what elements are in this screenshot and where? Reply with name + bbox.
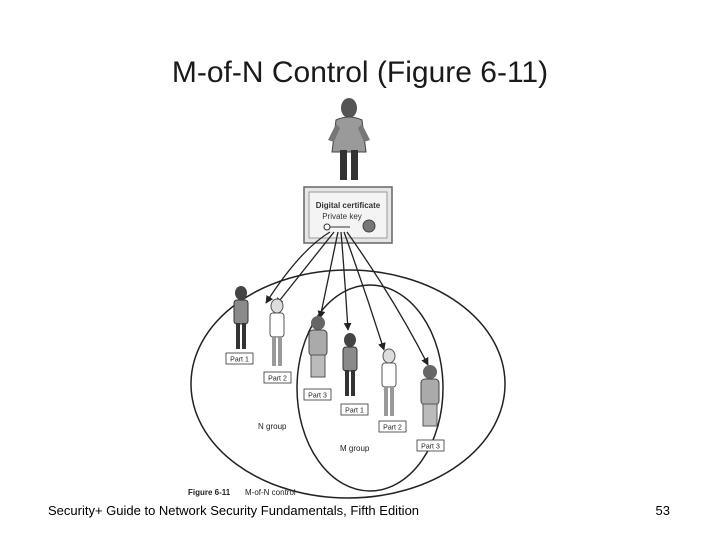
part-label: Part 3 <box>303 388 332 401</box>
slide-title: M-of-N Control (Figure 6-11) <box>171 56 549 89</box>
key-part-arrows <box>265 231 429 366</box>
part-label: Part 1 <box>340 403 369 416</box>
owner-person-icon <box>328 98 370 180</box>
footer-book-title: Security+ Guide to Network Security Fund… <box>48 503 420 518</box>
svg-text:Part 3: Part 3 <box>308 393 327 400</box>
m-group-label: M group <box>340 444 370 453</box>
n-group-ellipse <box>190 269 506 499</box>
digital-certificate: Digital certificate Private key <box>303 186 393 244</box>
m-group-member-3-icon <box>381 348 397 416</box>
figure-caption-number: Figure 6-11 <box>188 488 231 497</box>
m-group-ellipse <box>296 284 444 492</box>
certificate-title: Digital certificate <box>316 201 381 210</box>
figure-caption-text: M-of-N control <box>245 488 296 497</box>
part-label: Part 2 <box>263 371 292 384</box>
svg-text:Part 1: Part 1 <box>345 408 364 415</box>
certificate-subtitle: Private key <box>322 212 362 221</box>
svg-text:Part 1: Part 1 <box>230 357 249 364</box>
part-label: Part 3 <box>416 439 445 452</box>
n-group-label: N group <box>258 422 287 431</box>
n-group-member-1-icon <box>233 286 249 349</box>
n-group-member-3-icon <box>420 365 440 427</box>
svg-text:Part 2: Part 2 <box>383 425 402 432</box>
m-group-member-2-icon <box>342 333 358 396</box>
n-group-member-2-icon <box>269 298 285 366</box>
m-group-member-1-icon <box>308 316 328 378</box>
part-label: Part 1 <box>225 352 254 365</box>
part-label: Part 2 <box>378 420 407 433</box>
svg-text:Part 3: Part 3 <box>421 444 440 451</box>
page-number: 53 <box>655 503 670 518</box>
svg-text:Part 2: Part 2 <box>268 376 287 383</box>
